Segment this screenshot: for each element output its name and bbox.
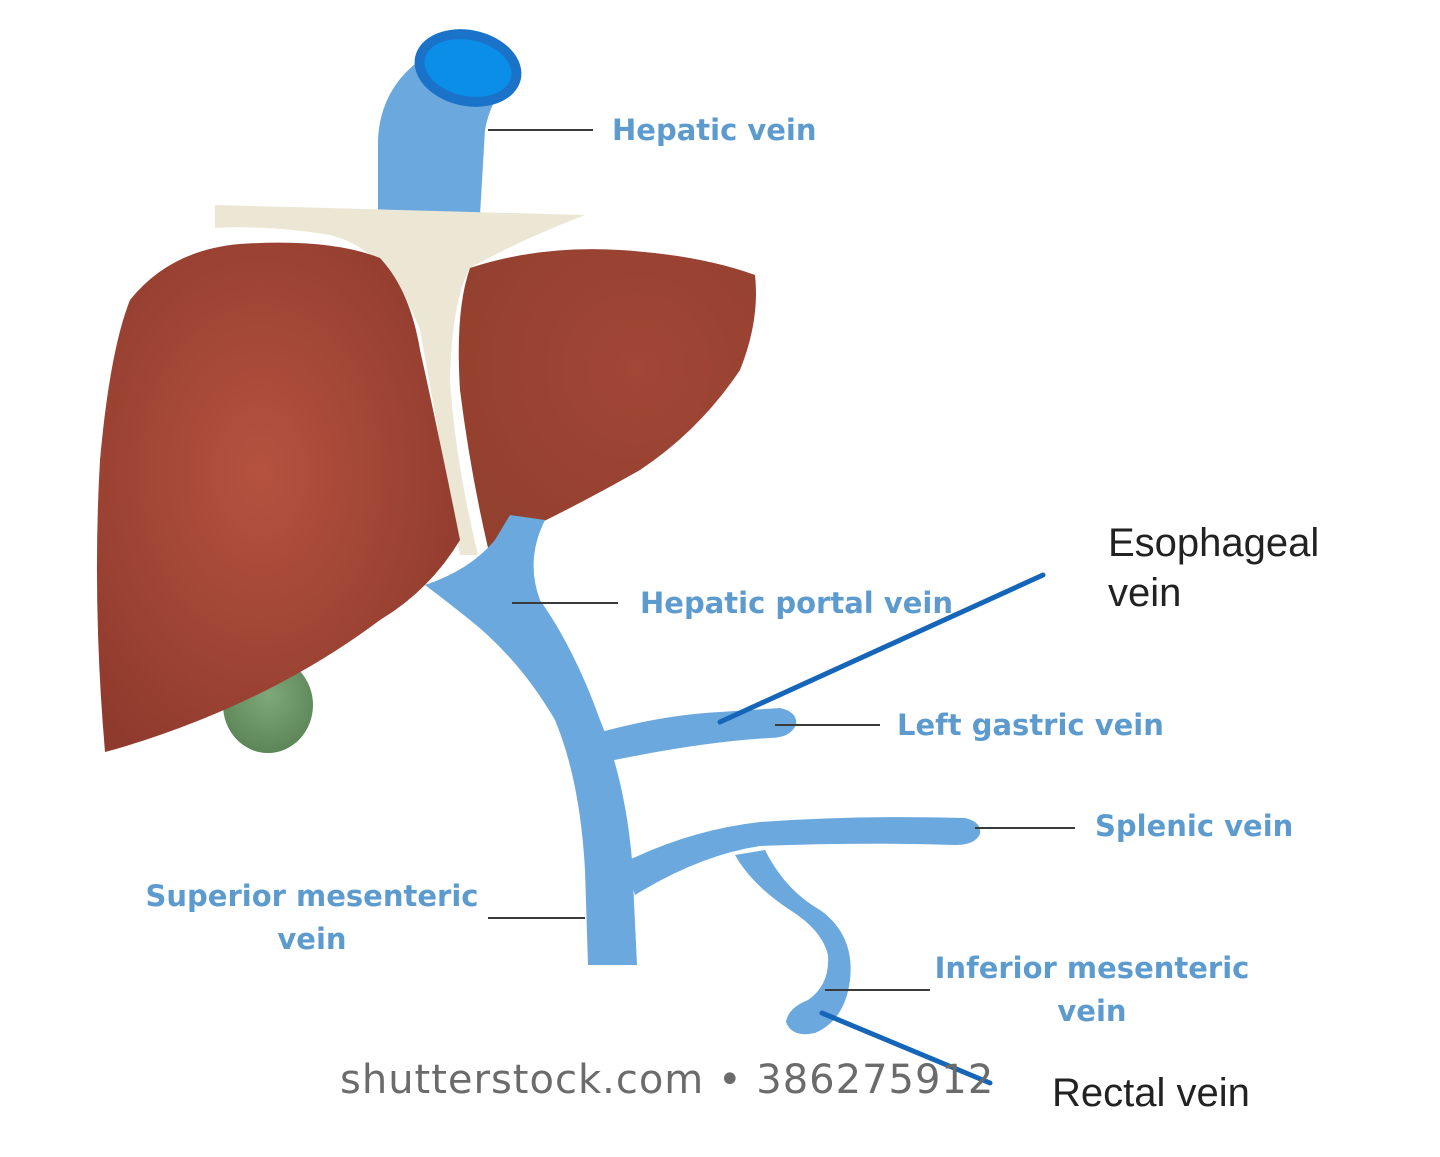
ligament-band (215, 205, 585, 555)
esophageal-pointer (717, 572, 1046, 725)
label-superior-mesenteric-vein-1: Superior mesenteric (146, 879, 479, 913)
watermark-text: shutterstock.com • 386275912 (340, 1057, 994, 1103)
label-rectal-vein: Rectal vein (1052, 1071, 1250, 1115)
label-hepatic-portal-vein: Hepatic portal vein (640, 586, 953, 620)
portal-vein-system (425, 515, 981, 1035)
label-esophageal-vein-1: Esophageal (1108, 521, 1319, 565)
hepatic-vein-shape (378, 29, 522, 215)
label-superior-mesenteric-vein-2: vein (277, 922, 346, 956)
label-esophageal-vein-2: vein (1108, 571, 1181, 615)
liver-right-lobe (96, 242, 460, 752)
leader-lines (488, 129, 1075, 991)
label-hepatic-vein: Hepatic vein (612, 113, 817, 147)
label-inferior-mesenteric-vein-2: vein (1057, 994, 1126, 1028)
rectal-pointer (819, 1010, 993, 1086)
liver-left-lobe (458, 249, 756, 548)
label-left-gastric-vein: Left gastric vein (897, 708, 1164, 742)
pointer-lines (717, 572, 1046, 1086)
label-splenic-vein: Splenic vein (1095, 809, 1293, 843)
label-inferior-mesenteric-vein-1: Inferior mesenteric (935, 951, 1250, 985)
